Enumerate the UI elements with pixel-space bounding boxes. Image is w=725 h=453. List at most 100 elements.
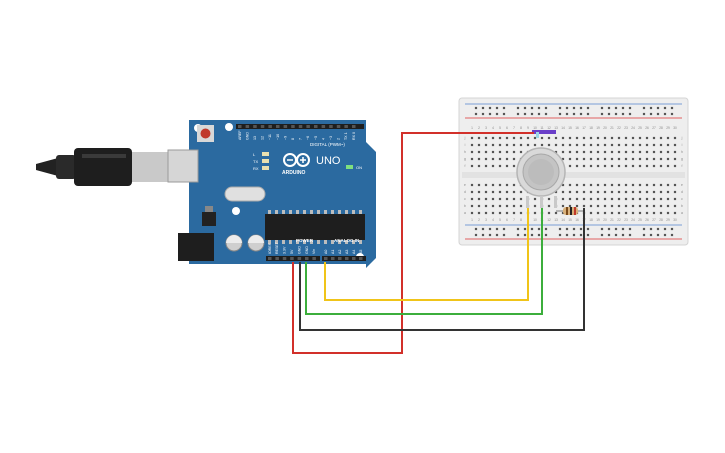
- breadboard-hole[interactable]: [652, 150, 656, 154]
- breadboard-hole[interactable]: [561, 183, 565, 187]
- breadboard-hole[interactable]: [631, 183, 635, 187]
- breadboard-hole[interactable]: [642, 227, 646, 231]
- breadboard-hole[interactable]: [533, 211, 537, 215]
- breadboard-hole[interactable]: [614, 233, 618, 237]
- breadboard-hole[interactable]: [470, 136, 474, 140]
- breadboard-hole[interactable]: [596, 190, 600, 194]
- breadboard-hole[interactable]: [617, 136, 621, 140]
- header-socket[interactable]: [268, 257, 272, 260]
- breadboard-hole[interactable]: [589, 143, 593, 147]
- breadboard-hole[interactable]: [565, 112, 569, 116]
- breadboard-hole[interactable]: [470, 150, 474, 154]
- breadboard-hole[interactable]: [600, 106, 604, 110]
- breadboard-hole[interactable]: [502, 227, 506, 231]
- breadboard-hole[interactable]: [481, 233, 485, 237]
- breadboard-hole[interactable]: [537, 233, 541, 237]
- breadboard-hole[interactable]: [470, 190, 474, 194]
- breadboard-hole[interactable]: [491, 204, 495, 208]
- breadboard-hole[interactable]: [537, 112, 541, 116]
- breadboard-hole[interactable]: [645, 136, 649, 140]
- breadboard-hole[interactable]: [596, 197, 600, 201]
- breadboard-hole[interactable]: [530, 227, 534, 231]
- breadboard-hole[interactable]: [474, 233, 478, 237]
- breadboard-hole[interactable]: [628, 106, 632, 110]
- breadboard-hole[interactable]: [554, 136, 558, 140]
- breadboard-hole[interactable]: [498, 150, 502, 154]
- breadboard-hole[interactable]: [512, 211, 516, 215]
- breadboard-hole[interactable]: [575, 204, 579, 208]
- breadboard-hole[interactable]: [617, 183, 621, 187]
- breadboard-hole[interactable]: [666, 183, 670, 187]
- breadboard-hole[interactable]: [491, 143, 495, 147]
- digital-header[interactable]: [236, 124, 364, 129]
- breadboard-hole[interactable]: [673, 164, 677, 168]
- breadboard-hole[interactable]: [638, 183, 642, 187]
- breadboard-hole[interactable]: [519, 204, 523, 208]
- breadboard-hole[interactable]: [652, 143, 656, 147]
- breadboard-hole[interactable]: [498, 204, 502, 208]
- breadboard-hole[interactable]: [652, 183, 656, 187]
- breadboard-hole[interactable]: [659, 197, 663, 201]
- breadboard-hole[interactable]: [631, 164, 635, 168]
- breadboard-hole[interactable]: [491, 164, 495, 168]
- breadboard-hole[interactable]: [617, 157, 621, 161]
- breadboard-hole[interactable]: [649, 233, 653, 237]
- breadboard-hole[interactable]: [656, 106, 660, 110]
- breadboard-hole[interactable]: [589, 190, 593, 194]
- breadboard-hole[interactable]: [512, 183, 516, 187]
- power-header[interactable]: [266, 256, 320, 261]
- breadboard-hole[interactable]: [540, 136, 544, 140]
- breadboard-hole[interactable]: [484, 157, 488, 161]
- breadboard-hole[interactable]: [568, 190, 572, 194]
- header-socket[interactable]: [324, 257, 328, 260]
- breadboard-hole[interactable]: [547, 211, 551, 215]
- header-socket[interactable]: [245, 125, 250, 128]
- breadboard-hole[interactable]: [474, 112, 478, 116]
- breadboard-hole[interactable]: [519, 143, 523, 147]
- breadboard-hole[interactable]: [596, 211, 600, 215]
- breadboard-hole[interactable]: [589, 164, 593, 168]
- breadboard-hole[interactable]: [603, 183, 607, 187]
- breadboard-hole[interactable]: [582, 143, 586, 147]
- breadboard-hole[interactable]: [495, 106, 499, 110]
- breadboard-hole[interactable]: [540, 143, 544, 147]
- header-socket[interactable]: [352, 257, 356, 260]
- breadboard-hole[interactable]: [652, 190, 656, 194]
- breadboard-hole[interactable]: [568, 197, 572, 201]
- breadboard-hole[interactable]: [568, 143, 572, 147]
- breadboard-hole[interactable]: [565, 106, 569, 110]
- header-socket[interactable]: [312, 257, 316, 260]
- breadboard-hole[interactable]: [586, 106, 590, 110]
- breadboard[interactable]: 1122334455667788991010111112121313141415…: [458, 97, 689, 246]
- breadboard-hole[interactable]: [575, 157, 579, 161]
- breadboard-hole[interactable]: [617, 143, 621, 147]
- breadboard-hole[interactable]: [516, 227, 520, 231]
- breadboard-hole[interactable]: [505, 143, 509, 147]
- breadboard-hole[interactable]: [659, 143, 663, 147]
- breadboard-hole[interactable]: [600, 233, 604, 237]
- breadboard-hole[interactable]: [547, 143, 551, 147]
- breadboard-hole[interactable]: [547, 197, 551, 201]
- analog-header[interactable]: [322, 256, 366, 261]
- breadboard-hole[interactable]: [610, 136, 614, 140]
- breadboard-hole[interactable]: [638, 204, 642, 208]
- breadboard-hole[interactable]: [652, 197, 656, 201]
- breadboard-hole[interactable]: [666, 211, 670, 215]
- breadboard-hole[interactable]: [470, 183, 474, 187]
- breadboard-hole[interactable]: [624, 183, 628, 187]
- breadboard-hole[interactable]: [628, 112, 632, 116]
- breadboard-hole[interactable]: [495, 227, 499, 231]
- breadboard-hole[interactable]: [498, 164, 502, 168]
- breadboard-hole[interactable]: [603, 197, 607, 201]
- breadboard-hole[interactable]: [481, 227, 485, 231]
- breadboard-hole[interactable]: [586, 233, 590, 237]
- breadboard-hole[interactable]: [659, 183, 663, 187]
- breadboard-hole[interactable]: [659, 190, 663, 194]
- header-socket[interactable]: [275, 257, 279, 260]
- usb-cable[interactable]: [36, 148, 168, 186]
- breadboard-hole[interactable]: [582, 190, 586, 194]
- breadboard-hole[interactable]: [603, 143, 607, 147]
- breadboard-hole[interactable]: [554, 150, 558, 154]
- breadboard-hole[interactable]: [607, 112, 611, 116]
- breadboard-hole[interactable]: [533, 197, 537, 201]
